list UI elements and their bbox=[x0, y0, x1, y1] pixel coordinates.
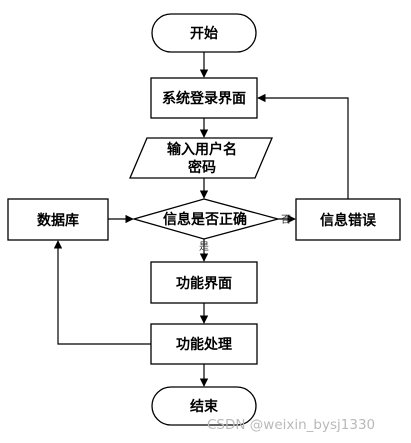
function-page-label: 功能界面 bbox=[176, 275, 232, 292]
start-label: 开始 bbox=[190, 25, 218, 42]
database-node: 数据库 bbox=[7, 198, 109, 241]
function-process-label: 功能处理 bbox=[176, 336, 232, 353]
edge-label-no: 否 bbox=[281, 214, 291, 226]
input-node: 输入用户名 密码 bbox=[129, 137, 273, 179]
watermark-text: CSDN @weixin_bysj1330 bbox=[207, 417, 375, 433]
decision-node: 信息是否正确 bbox=[131, 198, 281, 240]
function-process-node: 功能处理 bbox=[150, 323, 258, 365]
function-page-node: 功能界面 bbox=[150, 261, 258, 304]
edge-error-login bbox=[257, 93, 349, 199]
login-label: 系统登录界面 bbox=[162, 90, 246, 107]
error-label: 信息错误 bbox=[320, 212, 377, 229]
edge-label-yes: 是 bbox=[199, 241, 209, 253]
login-node: 系统登录界面 bbox=[150, 77, 258, 119]
database-label: 数据库 bbox=[37, 212, 79, 229]
edge-process-database bbox=[53, 240, 151, 345]
decision-label: 信息是否正确 bbox=[163, 211, 247, 228]
start-node: 开始 bbox=[151, 13, 257, 53]
input-label-line1: 输入用户名 bbox=[167, 141, 237, 158]
error-node: 信息错误 bbox=[295, 198, 401, 241]
input-label-line2: 密码 bbox=[187, 159, 216, 176]
end-label: 结束 bbox=[190, 398, 219, 415]
end-node: 结束 bbox=[151, 386, 257, 426]
